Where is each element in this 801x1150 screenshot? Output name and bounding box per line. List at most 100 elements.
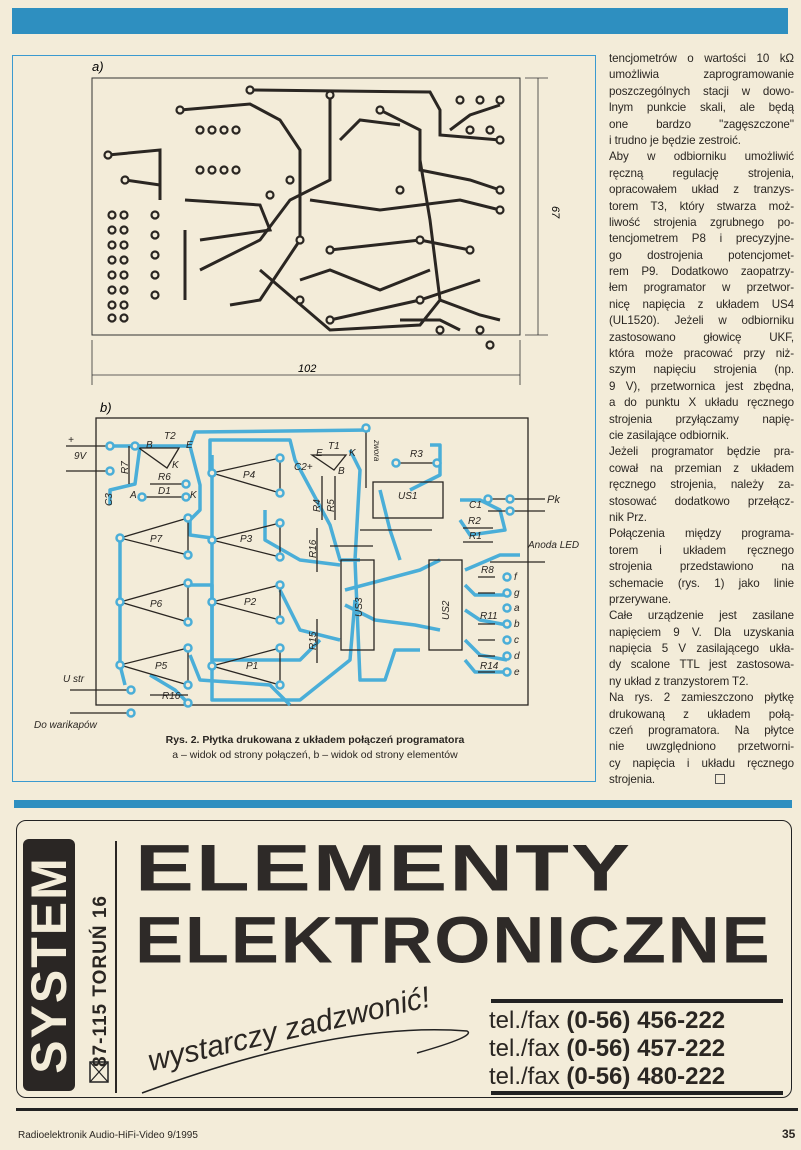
article-line-text: napięciem 9 V. Dla uzyskania xyxy=(609,625,794,639)
phone-line-1: tel./fax (0-56) 456-222 xyxy=(489,1007,726,1034)
svg-text:P4: P4 xyxy=(243,470,256,481)
article-line-text: one bardzo ''zagęszczone'' xyxy=(609,117,794,131)
article-line-text: schemacie (rys. 1) jako linie xyxy=(609,576,794,590)
article-line-text: cował na przemian z układem xyxy=(609,461,794,475)
svg-text:R8: R8 xyxy=(481,565,494,576)
article-line-text: Całe urządzenie jest zasilane xyxy=(609,609,794,623)
svg-text:g: g xyxy=(514,588,520,599)
article-line: łem programator w przetwor- xyxy=(609,280,794,296)
svg-text:A: A xyxy=(129,490,137,501)
article-line-text: go dostrojenia potencjomet- xyxy=(609,248,794,262)
article-line: strojenia przedstawiono na xyxy=(609,559,794,575)
svg-text:R5: R5 xyxy=(326,499,337,512)
article-line: dy scalone TTL jest zastosowa- xyxy=(609,657,794,673)
article-line: i trudno je będzie zestroić. xyxy=(609,133,794,149)
svg-text:a: a xyxy=(514,603,520,614)
article-line-text: nicę napięcia z układem US4 xyxy=(609,297,794,311)
ad-headline-1: ELEMENTY xyxy=(135,831,633,905)
page-number: 35 xyxy=(782,1127,796,1141)
svg-text:9V: 9V xyxy=(74,451,88,462)
svg-text:C1: C1 xyxy=(469,500,482,511)
article-line-text: umożliwia zaprogramowanie xyxy=(609,68,794,82)
article-line: lnym punkcie skali, ale będą xyxy=(609,100,794,116)
article-line-text: ręcznego strojenia, należy za- xyxy=(609,478,794,492)
article-line-text: nik Prz. xyxy=(609,510,647,524)
article-line-text: ny układ z tranzystorem T2. xyxy=(609,674,749,688)
article-line-text: strojenia przyłączamy napię- xyxy=(609,412,794,426)
article-line: nie uwzględniono przetworni- xyxy=(609,739,794,755)
article-line: cował na przemian z układem xyxy=(609,461,794,477)
ad-headline-2: ELEKTRONICZNE xyxy=(135,903,772,977)
article-line-text: czeń programatora. Na płytce xyxy=(609,724,794,738)
article-line: nicę napięcia z układem US4 xyxy=(609,297,794,313)
article-line: cie zasilające odbiornik. xyxy=(609,428,794,444)
article-line-text: Jeżeli programator będzie pra- xyxy=(609,445,794,459)
svg-text:D1: D1 xyxy=(158,486,171,497)
svg-text:Anoda LED: Anoda LED xyxy=(527,540,579,551)
advertisement: SYSTEM 87-115 TORUŃ 16 ELEMENTY ELEKTRON… xyxy=(16,820,792,1098)
svg-text:K: K xyxy=(190,490,198,501)
svg-text:R3: R3 xyxy=(410,449,423,460)
figure-caption-title: Rys. 2. Płytka drukowana z układem połąc… xyxy=(165,734,465,746)
svg-text:K: K xyxy=(349,448,357,459)
svg-text:US2: US2 xyxy=(441,600,452,620)
svg-text:R4: R4 xyxy=(312,499,323,512)
article-line-text: dy scalone TTL jest zastosowa- xyxy=(609,658,794,672)
article-line-text: Połączenia między programa- xyxy=(609,527,794,541)
svg-text:R2: R2 xyxy=(468,516,481,527)
article-line: a do punktu X układu ręcznego xyxy=(609,395,794,411)
svg-text:d: d xyxy=(514,651,520,662)
svg-text:b: b xyxy=(514,619,520,630)
article-line-text: lnym punkcie skali, ale będą xyxy=(609,101,794,115)
top-color-band xyxy=(12,8,788,34)
article-line-text: i trudno je będzie zestroić. xyxy=(609,133,741,147)
article-line: ny układ z tranzystorem T2. xyxy=(609,674,794,690)
pcb-figure: a) xyxy=(34,59,579,731)
svg-text:R7: R7 xyxy=(120,461,131,474)
divider xyxy=(115,841,117,1093)
dimension-lines xyxy=(91,77,548,385)
pcb-a-traces xyxy=(107,88,501,332)
pcb-b-labels: + - 9V T2 B E K R7 R6 D1 A K C3 P4 P7 P3… xyxy=(34,431,579,731)
svg-text:R1: R1 xyxy=(469,531,482,542)
svg-text:R11: R11 xyxy=(480,611,498,622)
svg-text:Pk: Pk xyxy=(547,494,560,506)
system-logo: SYSTEM xyxy=(21,839,77,1091)
mailbox-icon xyxy=(89,1061,109,1083)
svg-text:US3: US3 xyxy=(354,597,365,617)
article-line: liwość strojenia zgrubnego po- xyxy=(609,215,794,231)
article-line-text: przerywane. xyxy=(609,592,672,606)
article-line: napięcia 5 V zasilającego ukła- xyxy=(609,641,794,657)
figure-caption-subtitle: a – widok od strony połączeń, b – widok … xyxy=(172,749,458,761)
figure-frame xyxy=(12,55,596,782)
svg-text:R16: R16 xyxy=(162,691,181,702)
article-line: zastosowano głowicę UKF, xyxy=(609,330,794,346)
svg-text:B: B xyxy=(338,466,345,477)
svg-text:E: E xyxy=(186,440,193,451)
article-line: stosować dodatkowo przełącz- xyxy=(609,494,794,510)
article-line-text: drukowaną z układem połą- xyxy=(609,707,794,721)
phone-line-2: tel./fax (0-56) 457-222 xyxy=(489,1035,726,1062)
article-line: ręcznego strojenia, należy za- xyxy=(609,477,794,493)
pcb-a-pads xyxy=(103,85,505,350)
svg-text:R15: R15 xyxy=(308,631,319,650)
svg-text:U str: U str xyxy=(63,674,85,685)
article-line: 9 V), przetwornica jest zbędna, xyxy=(609,379,794,395)
svg-text:P6: P6 xyxy=(150,599,163,610)
article-line-text: Aby w odbiorniku umożliwić xyxy=(609,150,794,164)
article-line-text: Na rys. 2 zamieszczono płytkę xyxy=(609,691,794,705)
article-line-text: szym napięciu strojenia (np. xyxy=(609,363,794,377)
svg-text:P2: P2 xyxy=(244,597,257,608)
article-line-text: strojenia przedstawiono na xyxy=(609,560,794,574)
pcb-b-traces xyxy=(108,428,520,707)
article-line-text: liwość strojenia zgrubnego po- xyxy=(609,215,794,229)
svg-text:C2+: C2+ xyxy=(294,462,313,473)
bottom-color-band xyxy=(14,800,792,808)
article-line-text: (UL1520). Jeżeli w odbiorniku xyxy=(609,314,794,328)
phone-line-3: tel./fax (0-56) 480-222 xyxy=(489,1063,726,1090)
svg-text:e: e xyxy=(514,667,520,678)
article-line-text: która może pracować przy niż- xyxy=(609,347,794,361)
svg-text:B: B xyxy=(146,440,153,451)
article-line-text: cy napięcia i układu ręcznego xyxy=(609,756,794,770)
